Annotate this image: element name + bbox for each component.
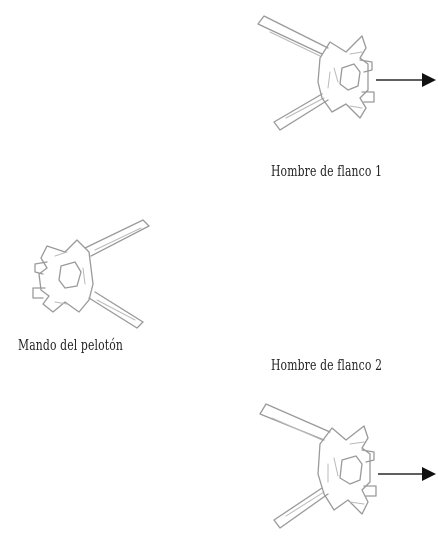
flank-man-1-figure [250,12,438,137]
flank-man-2-figure [250,398,438,548]
flank-man-1-label: Hombre de flanco 1 [271,162,383,180]
flank-man-2-label: Hombre de flanco 2 [271,356,383,374]
squad-leader-figure [25,212,155,337]
soldier-top-view-icon [32,219,150,329]
squad-leader-label: Mando del pelotón [18,336,124,354]
soldier-top-view-icon [259,403,436,529]
movement-arrow-head [422,467,436,481]
soldier-top-view-icon [257,15,436,131]
movement-arrow-head [422,73,436,87]
